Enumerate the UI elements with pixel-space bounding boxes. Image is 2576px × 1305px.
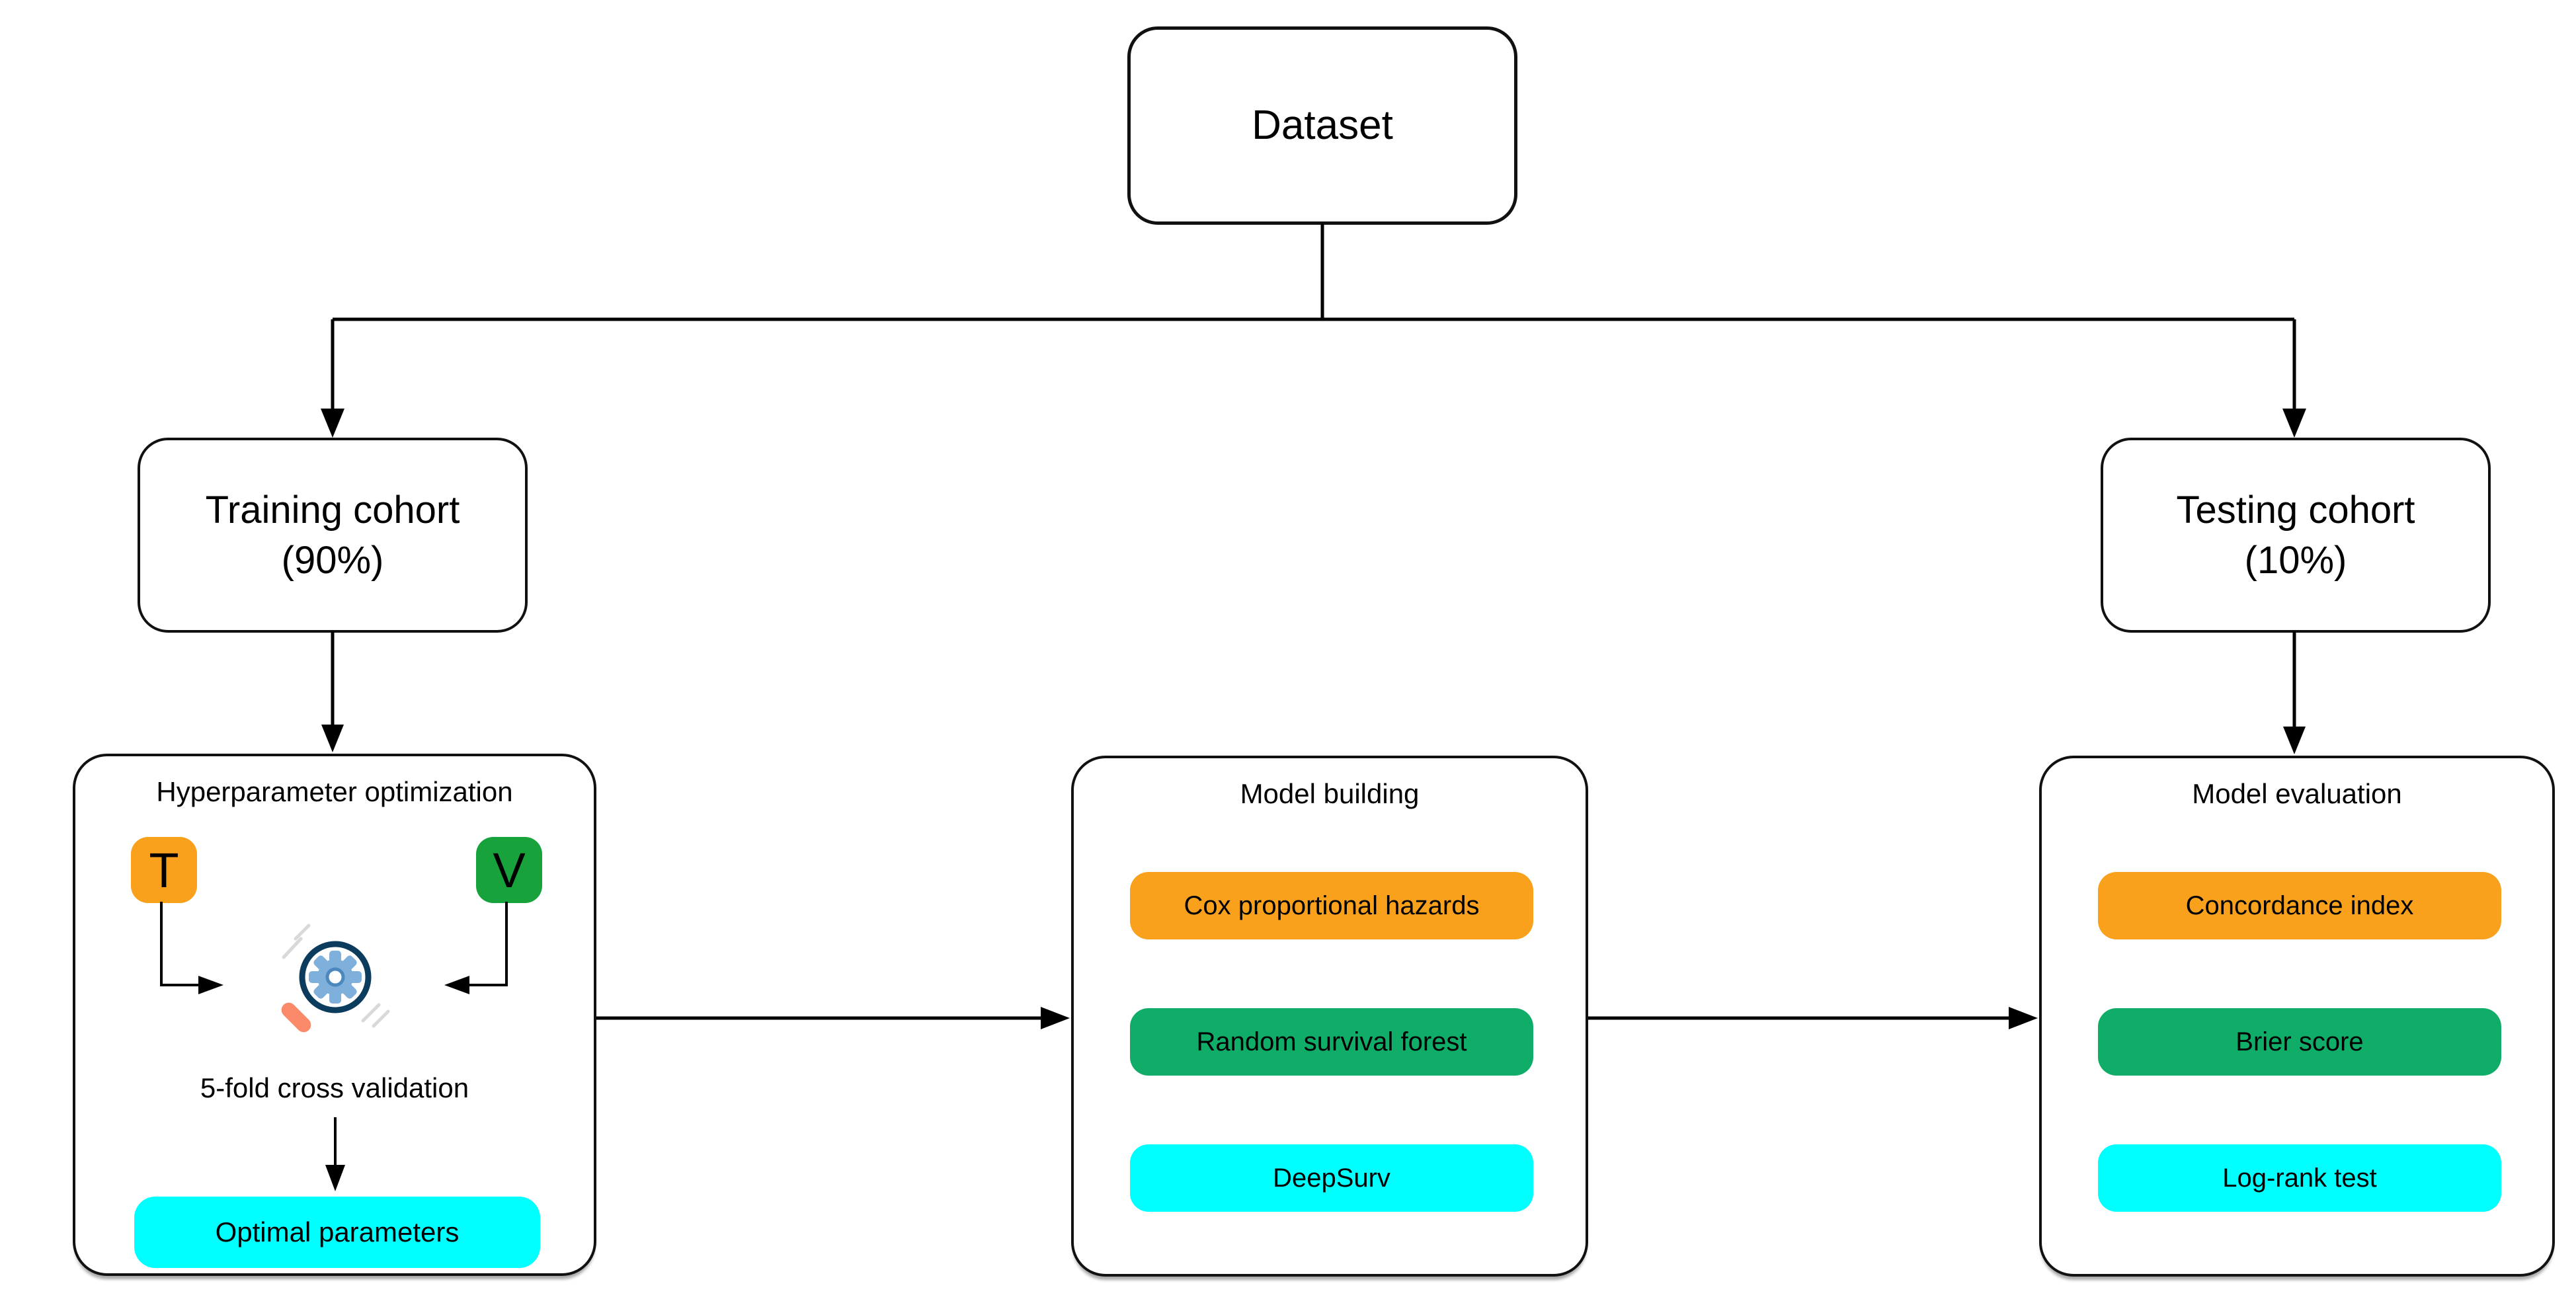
- arrowhead-evaluation: [2283, 727, 2306, 754]
- hyperparameter-optimization-title: Hyperparameter optimization: [156, 776, 513, 807]
- train-fold-badge: T: [131, 837, 197, 903]
- training-cohort-line1: Training cohort: [205, 489, 460, 532]
- training-cohort-node: Training cohort (90%): [138, 438, 528, 633]
- dataset-node: Dataset: [1127, 26, 1517, 225]
- training-cohort-line2: (90%): [281, 538, 384, 582]
- brier-score-pill: Brier score: [2098, 1008, 2501, 1076]
- model-evaluation-title: Model evaluation: [2192, 778, 2402, 809]
- concordance-index-pill: Concordance index: [2098, 872, 2501, 939]
- hyperparameter-optimization-box: Hyperparameter optimization T V 5-fold c…: [73, 754, 596, 1276]
- optimal-parameters-pill: Optimal parameters: [134, 1197, 540, 1268]
- arrowhead-evaluation-left: [2009, 1007, 2038, 1029]
- model-building-box: Model building Cox proportional hazards …: [1071, 756, 1588, 1277]
- model-building-title: Model building: [1240, 778, 1420, 809]
- deepsurv-pill: DeepSurv: [1130, 1144, 1533, 1212]
- dataset-label: Dataset: [1252, 102, 1393, 148]
- random-survival-forest-pill: Random survival forest: [1130, 1008, 1533, 1076]
- testing-cohort-label: Testing cohort (10%): [2176, 485, 2415, 585]
- cox-proportional-hazards-pill: Cox proportional hazards: [1130, 872, 1533, 939]
- testing-cohort-node: Testing cohort (10%): [2101, 438, 2491, 633]
- arrowhead-training: [321, 409, 344, 438]
- training-cohort-label: Training cohort (90%): [206, 485, 460, 585]
- dataset-branch-line: [333, 223, 2294, 321]
- log-rank-test-pill: Log-rank test: [2098, 1144, 2501, 1212]
- testing-cohort-line1: Testing cohort: [2176, 489, 2415, 532]
- arrowhead-testing: [2282, 409, 2306, 438]
- cross-validation-caption: 5-fold cross validation: [200, 1072, 469, 1103]
- testing-cohort-line2: (10%): [2244, 538, 2347, 582]
- arrowhead-hyperparameter: [321, 725, 344, 752]
- validation-fold-badge: V: [476, 837, 542, 903]
- arrowhead-building: [1041, 1007, 1070, 1029]
- model-evaluation-box: Model evaluation Concordance index Brier…: [2039, 756, 2555, 1277]
